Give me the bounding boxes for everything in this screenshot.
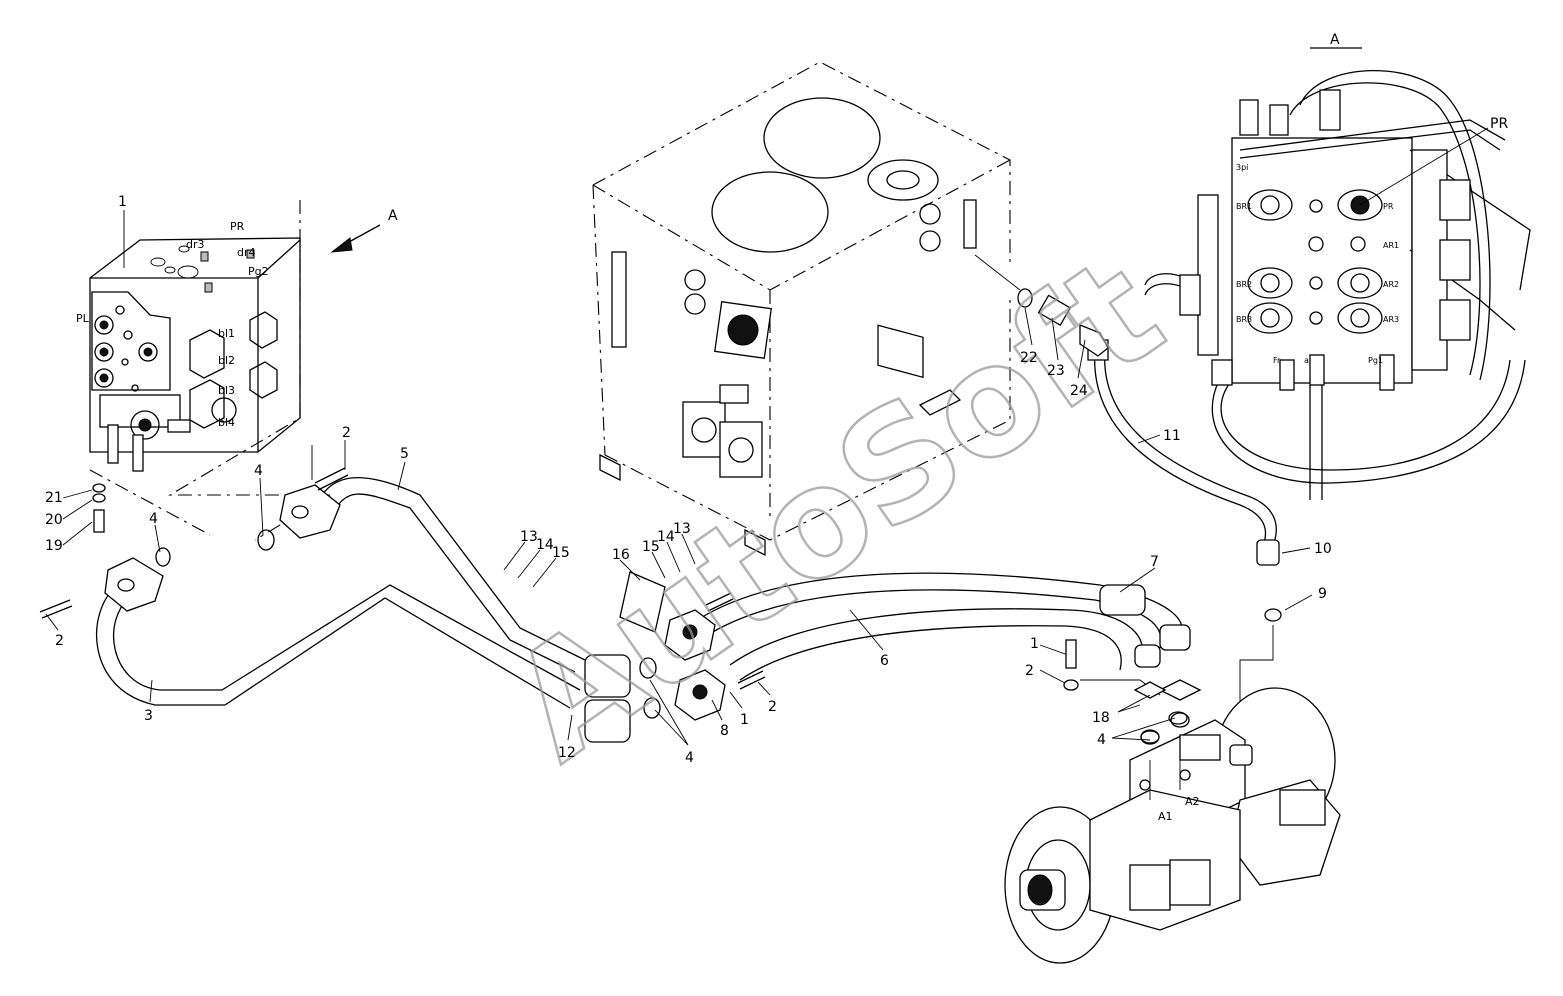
- callout-6: 6: [880, 653, 889, 669]
- callout-23: 23: [1047, 363, 1065, 379]
- port-label-pg2: Pg2: [248, 265, 269, 278]
- callout-2-top: 2: [342, 425, 351, 441]
- callout-2-right: 2: [1025, 663, 1034, 679]
- pump-port-a2: A2: [1185, 795, 1200, 808]
- port-label-pl: PL: [76, 312, 90, 325]
- callout-9: 9: [1318, 586, 1327, 602]
- callout-1-right: 1: [1030, 636, 1039, 652]
- callout-24: 24: [1070, 383, 1088, 399]
- manifold-port-fr: Fr: [1273, 356, 1281, 365]
- manifold-flanges: [1247, 189, 1383, 334]
- manifold-port-br3: BR3: [1236, 315, 1252, 324]
- manifold-port-pr: PR: [1383, 202, 1394, 211]
- view-arrow-a: A: [330, 208, 398, 253]
- manifold-port-br2: BR2: [1236, 280, 1252, 289]
- manifold-port-br1: BR1: [1236, 202, 1252, 211]
- callout-15-left: 15: [552, 545, 570, 561]
- callout-21: 21: [45, 490, 63, 506]
- port-label-bl2: bl2: [218, 354, 235, 367]
- callout-3: 3: [144, 708, 153, 724]
- section-label: A: [1330, 32, 1340, 48]
- callout-2-mid: 2: [768, 699, 777, 715]
- manifold-port-3pi: 3pi: [1236, 163, 1248, 172]
- control-valve-block: PR dr3 dr4 Pg2 PL bl1 bl2 bl3 bl4: [76, 200, 331, 541]
- callout-4-right: 4: [1097, 732, 1106, 748]
- callout-1-valve: 1: [118, 194, 127, 210]
- callout-4-top: 4: [254, 463, 263, 479]
- manifold-port-ar2: AR2: [1383, 280, 1399, 289]
- callout-4-left: 4: [149, 511, 158, 527]
- callout-1-mid: 1: [740, 712, 749, 728]
- callout-16: 16: [612, 547, 630, 563]
- callout-12: 12: [558, 745, 576, 761]
- callout-14-left: 14: [536, 537, 554, 553]
- callout-13-left: 13: [520, 529, 538, 545]
- callout-18: 18: [1092, 710, 1110, 726]
- section-view-a: A: [1144, 32, 1531, 500]
- callout-2-left: 2: [55, 633, 64, 649]
- callout-8: 8: [720, 723, 729, 739]
- port-label-bl1: bl1: [218, 327, 235, 340]
- callout-20: 20: [45, 512, 63, 528]
- callout-5: 5: [400, 446, 409, 462]
- part-callouts: 1 2 4 4 5 21 20 19 2 3 13 14 15 16 15 14…: [45, 116, 1508, 766]
- callout-11: 11: [1163, 428, 1181, 444]
- hydraulic-pump: A1 A2: [1004, 679, 1341, 964]
- callout-22: 22: [1020, 350, 1038, 366]
- port-label-dr3: dr3: [186, 238, 205, 251]
- manifold-port-a: a: [1304, 356, 1309, 365]
- view-arrow-label: A: [388, 208, 398, 224]
- manifold-port-pg1: Pg1: [1368, 356, 1383, 365]
- port-label-dr4: dr4: [237, 246, 256, 259]
- manifold-port-ar1: AR1: [1383, 241, 1399, 250]
- callout-pr: PR: [1490, 116, 1508, 132]
- callout-13-right: 13: [673, 521, 691, 537]
- manifold-port-ar3: AR3: [1383, 315, 1399, 324]
- hose-routing: [39, 254, 1282, 743]
- watermark: AutoSoft: [481, 224, 1192, 794]
- callout-19: 19: [45, 538, 63, 554]
- port-label-bl4: bl4: [218, 416, 235, 429]
- callout-7: 7: [1150, 554, 1159, 570]
- callout-14-right: 14: [657, 529, 675, 545]
- callout-15-right: 15: [642, 539, 660, 555]
- callout-10: 10: [1314, 541, 1332, 557]
- port-label-bl3: bl3: [218, 384, 235, 397]
- port-label-pr: PR: [230, 220, 245, 233]
- pump-port-a1: A1: [1158, 810, 1173, 823]
- hydraulic-tank: [592, 61, 1011, 557]
- callout-4-mid: 4: [685, 750, 694, 766]
